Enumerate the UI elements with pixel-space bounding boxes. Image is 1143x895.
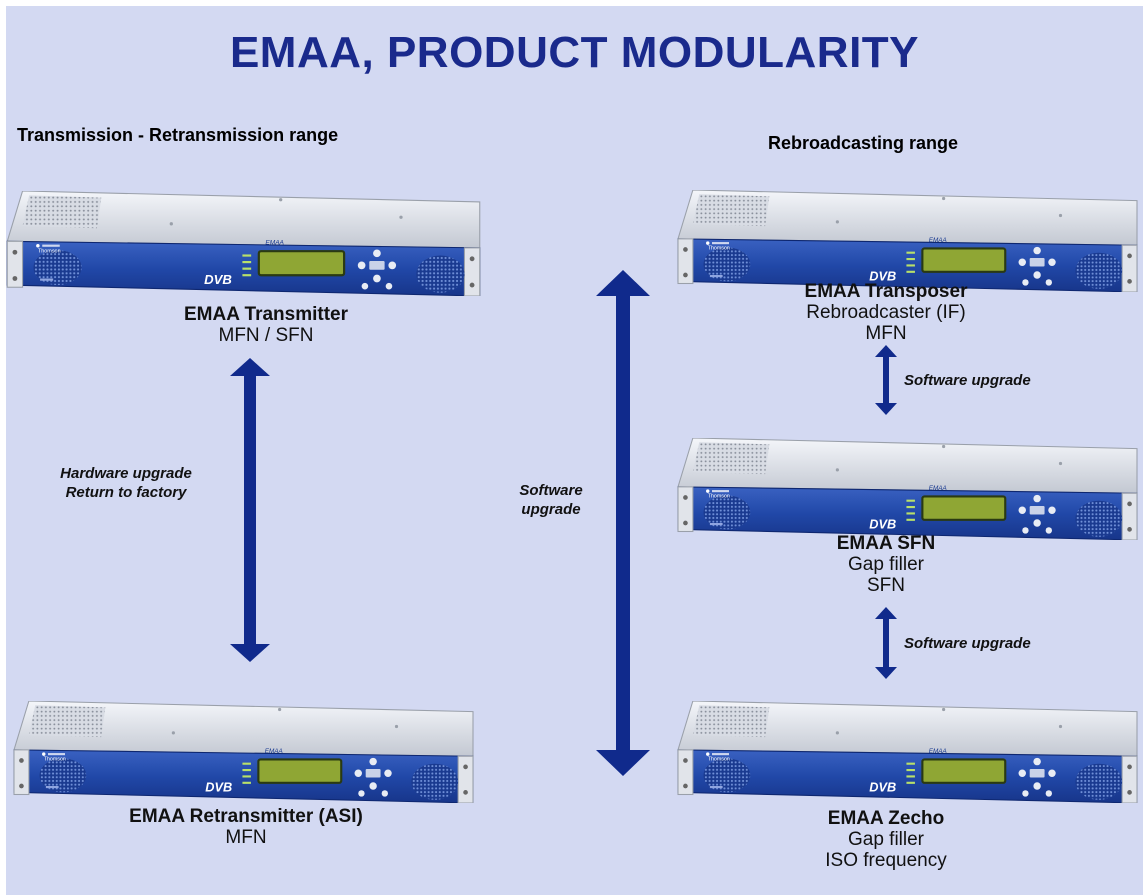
product-name: EMAA Retransmitter (ASI) xyxy=(129,806,363,827)
product-detail: SFN xyxy=(867,575,905,596)
slide: EMAA, PRODUCT MODULARITY Transmission - … xyxy=(6,6,1143,895)
note-software-upgrade-2: Software upgrade xyxy=(904,635,1031,652)
device-model-label: EMAA xyxy=(265,748,283,755)
dvb-logo: DVB xyxy=(869,516,896,531)
product-detail: Gap filler xyxy=(847,829,925,850)
note-hardware-upgrade: Hardware upgrade Return to factory xyxy=(36,464,216,502)
device-model-label: EMAA xyxy=(929,237,947,244)
dvb-logo: DVB xyxy=(869,779,896,794)
product-name: EMAA Transposer xyxy=(804,281,968,302)
product-detail: Gap filler xyxy=(847,554,925,575)
device-brand-label: Thomson xyxy=(708,246,730,252)
product-detail: MFN xyxy=(865,323,907,344)
note-line: Hardware upgrade xyxy=(60,465,192,482)
device-retransmitter: EMAA Thomson DVB xyxy=(12,701,475,803)
device-brand-label: Thomson xyxy=(708,757,730,763)
device-zecho: EMAA Thomson DVB xyxy=(676,701,1139,803)
label-transposer: EMAA Transposer Rebroadcaster (IF) MFN xyxy=(726,281,1046,344)
device-brand-label: Thomson xyxy=(708,494,730,500)
device-model-label: EMAA xyxy=(929,748,947,755)
dvb-logo: DVB xyxy=(869,268,896,283)
device-transposer: EMAA Thomson DVB xyxy=(676,190,1139,292)
software-upgrade-arrow-1 xyxy=(875,345,897,415)
product-name: EMAA Transmitter xyxy=(184,304,348,325)
label-sfn: EMAA SFN Gap filler SFN xyxy=(726,533,1046,596)
dvb-logo: DVB xyxy=(205,779,232,794)
note-line: Return to factory xyxy=(65,484,187,501)
note-line: upgrade xyxy=(521,501,581,518)
device-brand-label: Thomson xyxy=(44,757,66,763)
hardware-upgrade-arrow xyxy=(230,358,270,662)
device-brand-label: Thomson xyxy=(38,248,61,254)
label-zecho: EMAA Zecho Gap filler ISO frequency xyxy=(726,808,1046,871)
product-name: EMAA SFN xyxy=(836,533,936,554)
product-detail: MFN xyxy=(225,827,267,848)
note-line: Software xyxy=(519,482,583,499)
device-transmitter: EMAA Thomson DVB xyxy=(6,191,481,296)
product-detail: Rebroadcaster (IF) xyxy=(806,302,966,323)
label-transmitter: EMAA Transmitter MFN / SFN xyxy=(96,304,436,346)
dvb-logo: DVB xyxy=(204,272,232,287)
heading-transmission-range: Transmission - Retransmission range xyxy=(17,125,339,145)
page-title: EMAA, PRODUCT MODULARITY xyxy=(229,28,920,77)
note-software-upgrade-1: Software upgrade xyxy=(904,372,1031,389)
note-software-upgrade-main: Software upgrade xyxy=(511,481,591,519)
software-upgrade-arrow-2 xyxy=(875,607,897,679)
device-model-label: EMAA xyxy=(265,240,284,247)
label-retransmitter: EMAA Retransmitter (ASI) MFN xyxy=(46,806,446,848)
product-detail: MFN / SFN xyxy=(218,325,314,346)
product-detail: ISO frequency xyxy=(825,850,947,871)
device-model-label: EMAA xyxy=(929,485,947,492)
software-upgrade-arrow-main xyxy=(596,270,650,776)
heading-rebroadcasting-range: Rebroadcasting range xyxy=(768,133,959,153)
product-name: EMAA Zecho xyxy=(827,808,945,829)
device-sfn: EMAA Thomson DVB xyxy=(676,438,1139,540)
